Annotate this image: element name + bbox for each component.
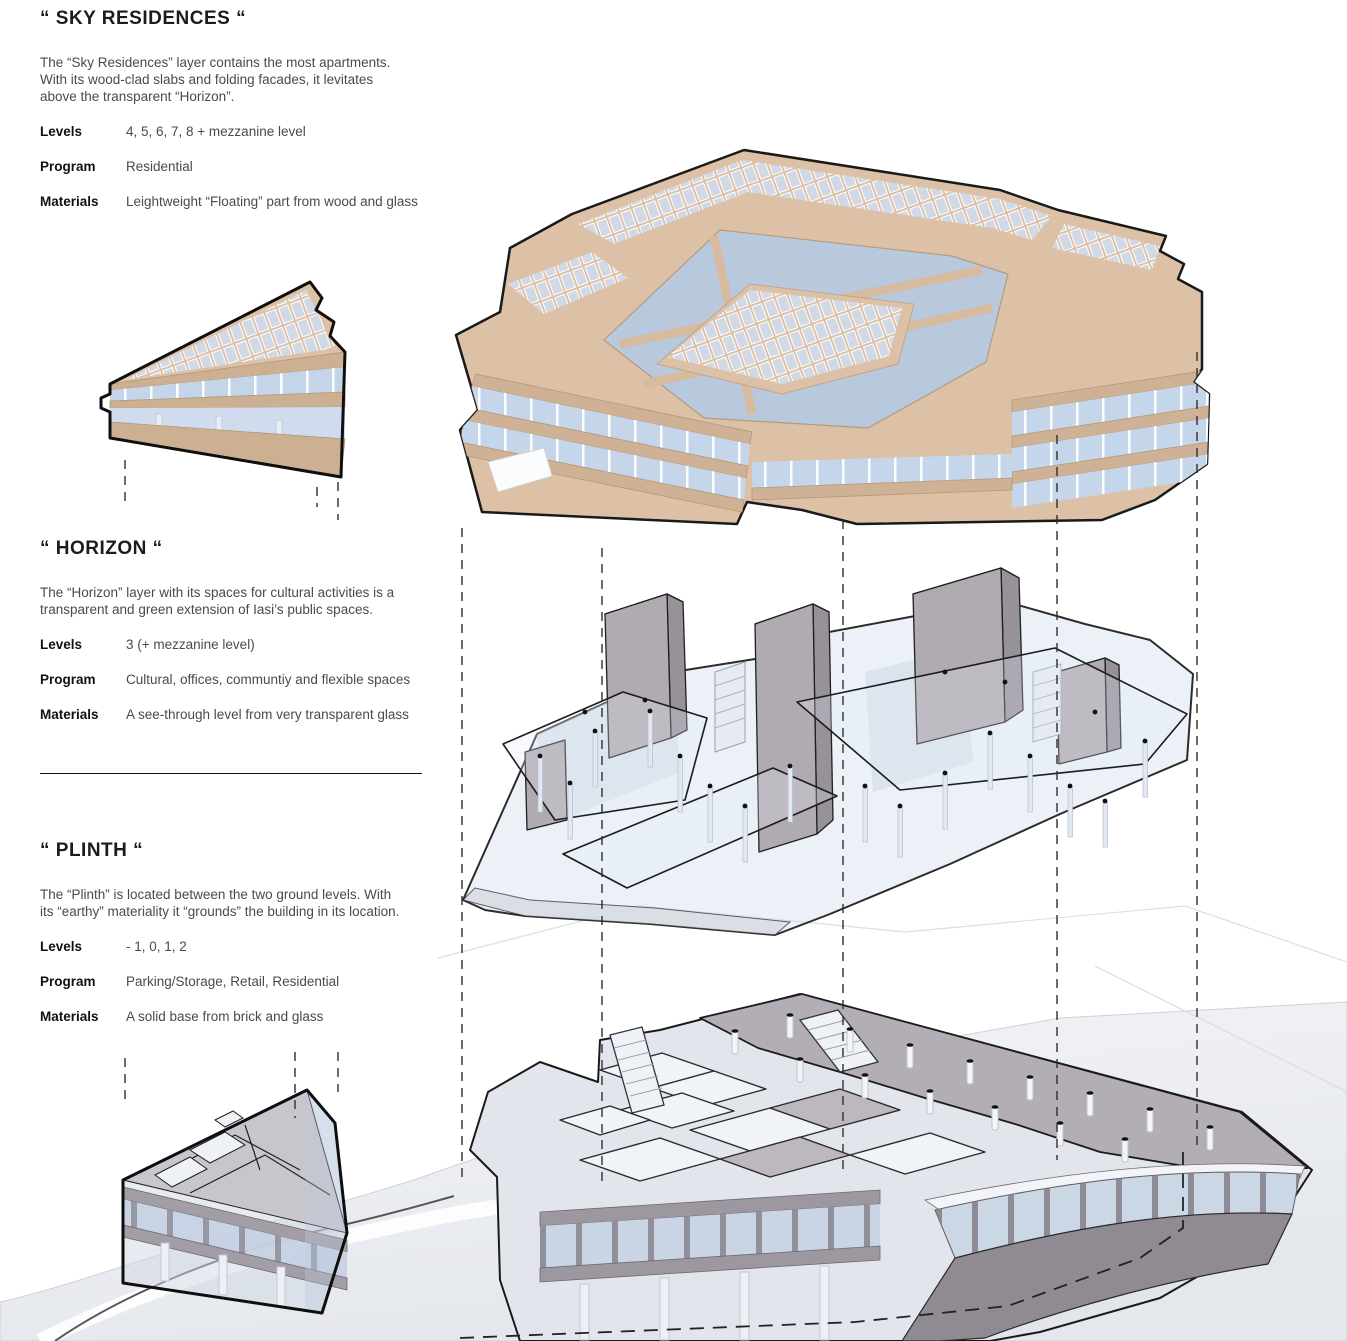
projection-lines (124, 352, 1198, 1182)
spec-label-levels: Levels (40, 637, 83, 652)
stair-cores (524, 567, 1122, 853)
spec-label-levels: Levels (40, 124, 83, 139)
deck-columns (731, 1013, 1214, 1163)
section-description-sky-residences: The “Sky Residences” layer contains the … (40, 55, 391, 104)
section-title-sky-residences: “ SKY RESIDENCES “ (40, 8, 247, 29)
spec-row-program: Program Cultural, offices, communtiy and… (40, 671, 440, 688)
section-plinth: “ PLINTH “ The “Plinth” is located betwe… (40, 840, 440, 1025)
plinth-model (469, 993, 1313, 1341)
section-divider-line (40, 773, 422, 774)
spec-value-materials: Leightweight “Floating” part from wood a… (126, 194, 418, 209)
horizon-model (462, 567, 1194, 936)
spec-value-program: Cultural, offices, communtiy and flexibl… (126, 672, 411, 687)
section-sky-residences: “ SKY RESIDENCES “ The “Sky Residences” … (40, 8, 440, 210)
spec-row-materials: Materials Leightweight “Floating” part f… (40, 193, 440, 210)
spec-label-materials: Materials (40, 194, 99, 209)
spec-table-horizon: Levels 3 (+ mezzanine level) Program Cul… (40, 636, 440, 723)
spec-label-materials: Materials (40, 707, 99, 722)
spec-value-levels: 3 (+ mezzanine level) (126, 637, 255, 652)
sky-residences-fragment-model (99, 280, 347, 479)
section-description-horizon: The “Horizon” layer with its spaces for … (40, 585, 395, 617)
section-horizon: “ HORIZON “ The “Horizon” layer with its… (40, 538, 440, 723)
spec-label-program: Program (40, 974, 96, 989)
spec-table-sky-residences: Levels 4, 5, 6, 7, 8 + mezzanine level P… (40, 123, 440, 210)
spec-table-plinth: Levels - 1, 0, 1, 2 Program Parking/Stor… (40, 938, 440, 1025)
spec-value-program: Residential (126, 159, 193, 174)
spec-row-program: Program Residential (40, 158, 440, 175)
sky-residences-model (454, 148, 1211, 526)
spec-label-materials: Materials (40, 1009, 99, 1024)
section-description-plinth: The “Plinth” is located between the two … (40, 887, 400, 919)
spec-value-materials: A see-through level from very transparen… (126, 707, 409, 722)
site-boundary-dashed (459, 1152, 1184, 1339)
spec-row-program: Program Parking/Storage, Retail, Residen… (40, 973, 440, 990)
courtyard (603, 229, 1009, 429)
spec-row-materials: Materials A see-through level from very … (40, 706, 440, 723)
spec-value-program: Parking/Storage, Retail, Residential (126, 974, 340, 989)
spec-value-materials: A solid base from brick and glass (126, 1009, 324, 1024)
spec-value-levels: - 1, 0, 1, 2 (126, 939, 187, 954)
plinth-fragment-model (121, 1088, 349, 1315)
spec-label-levels: Levels (40, 939, 83, 954)
section-title-horizon: “ HORIZON “ (40, 538, 163, 559)
section-title-plinth: “ PLINTH “ (40, 840, 144, 861)
spec-value-levels: 4, 5, 6, 7, 8 + mezzanine level (126, 124, 306, 139)
spec-label-program: Program (40, 159, 96, 174)
spec-row-materials: Materials A solid base from brick and gl… (40, 1008, 440, 1025)
spec-row-levels: Levels - 1, 0, 1, 2 (40, 938, 440, 955)
spec-label-program: Program (40, 672, 96, 687)
spec-row-levels: Levels 4, 5, 6, 7, 8 + mezzanine level (40, 123, 440, 140)
spec-row-levels: Levels 3 (+ mezzanine level) (40, 636, 440, 653)
